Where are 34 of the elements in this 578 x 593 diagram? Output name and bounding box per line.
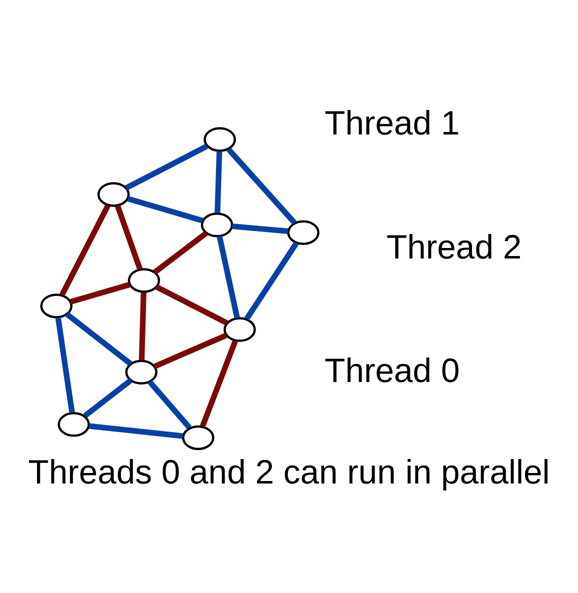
node-circle — [287, 220, 320, 244]
caption: Threads 0 and 2 can run in parallel — [28, 452, 550, 491]
connector — [216, 235, 240, 318]
connector — [154, 332, 228, 368]
connector — [148, 380, 192, 429]
connector — [200, 340, 238, 428]
node-circle — [182, 424, 214, 450]
connector — [60, 204, 110, 296]
node-circle — [97, 182, 130, 206]
connector — [138, 292, 146, 360]
connector — [214, 150, 222, 213]
label: Thread 1 — [324, 104, 460, 142]
node-circle — [224, 316, 256, 342]
connector — [155, 284, 228, 325]
connector — [232, 222, 288, 234]
connector — [244, 240, 299, 320]
node-circle — [125, 359, 158, 384]
connector — [124, 143, 208, 190]
node-circle — [40, 293, 72, 318]
connector — [55, 316, 75, 413]
connector — [88, 422, 184, 438]
node-circle — [58, 412, 90, 436]
label: Thread 2 — [386, 228, 522, 266]
connector — [114, 204, 143, 270]
label: Thread 0 — [324, 352, 460, 390]
node-circle — [128, 268, 160, 292]
connector — [226, 147, 297, 224]
connector — [70, 281, 130, 304]
node-circle — [204, 126, 236, 152]
connector — [83, 378, 133, 418]
connector — [65, 311, 133, 366]
connector — [127, 196, 204, 223]
node-circle — [200, 212, 234, 237]
connector — [153, 230, 208, 274]
